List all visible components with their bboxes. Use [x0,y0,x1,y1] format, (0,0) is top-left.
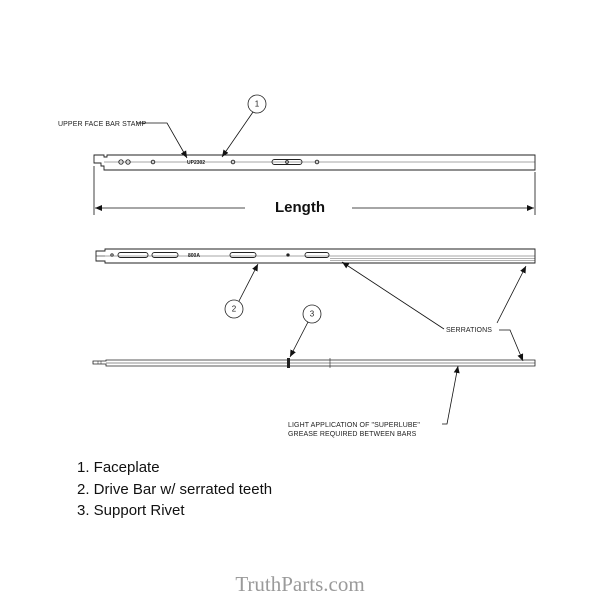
legend-item-faceplate: 1. Faceplate [77,459,160,476]
length-dimension [93,166,536,215]
serrations-leader-3 [499,329,524,362]
callout-1-leader [221,111,254,158]
callout-1: 1 [247,94,267,114]
callout-1-number: 1 [255,100,260,109]
callout-2-leader [238,263,259,302]
serrations-leader-1 [341,261,445,330]
drive-bar [95,248,536,264]
serrations-leader-2 [496,265,527,324]
callout-3: 3 [302,304,322,324]
legend-item-drive-bar: 2. Drive Bar w/ serrated teeth [77,480,273,498]
grease-leader [442,365,460,425]
support-rivet [287,358,290,368]
length-label: Length [275,199,325,216]
drive-bar-stamp-text: 800A [188,253,200,259]
faceplate-stamp-text: UP2302 [187,160,205,166]
callout-2-number: 2 [232,305,237,314]
stamp-leader-line [137,122,188,159]
callout-2: 2 [224,299,244,319]
parts-legend: 1. Faceplate 2. Drive Bar w/ serrated te… [77,457,272,522]
grease-note-line-2: GREASE REQUIRED BETWEEN BARS [288,431,417,438]
serrations-label: SERRATIONS [446,327,492,334]
upper-face-bar-stamp-label: UPPER FACE BAR STAMP [58,121,146,128]
bar-assembly-edge-view [92,358,536,368]
callout-3-number: 3 [310,310,315,319]
watermark: TruthParts.com [235,572,365,596]
callout-3-leader [289,321,309,358]
grease-note-line-1: LIGHT APPLICATION OF "SUPERLUBE" [288,422,420,429]
legend-item-support-rivet: 3. Support Rivet [77,502,185,519]
faceplate-bar [93,154,536,171]
